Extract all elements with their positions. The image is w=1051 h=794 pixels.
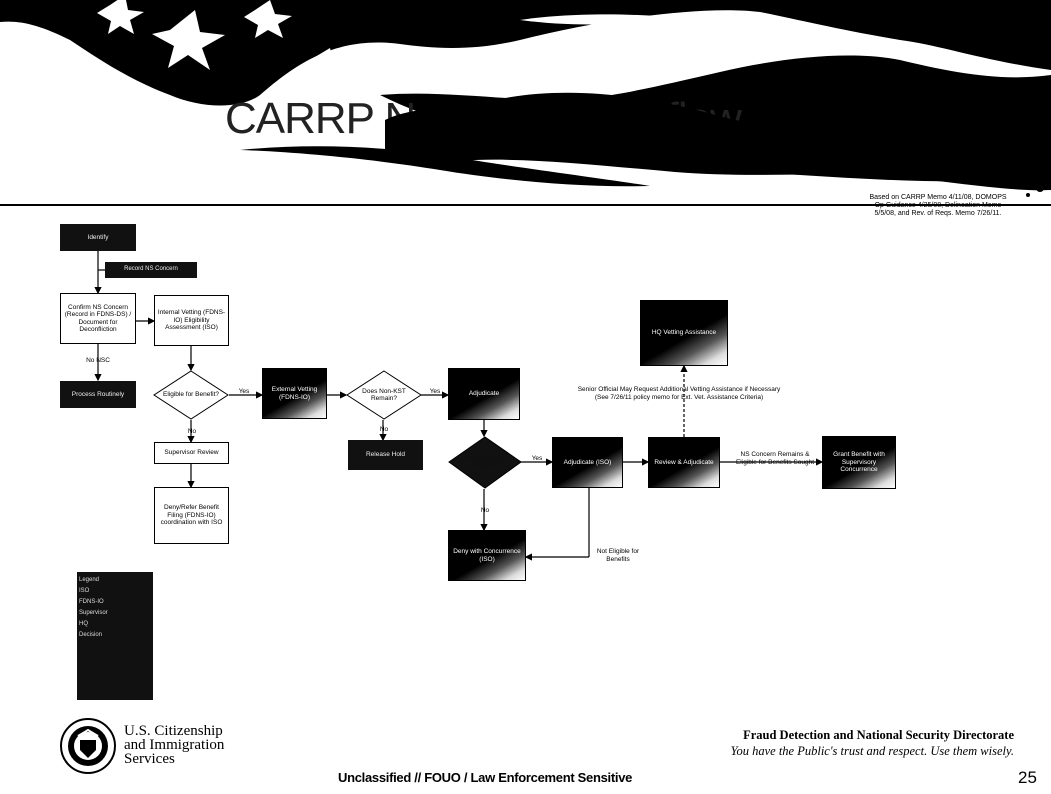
release-hold-node: Release Hold [348, 440, 423, 470]
agency-line-3: Services [124, 751, 175, 767]
record-nsc-node: Record NS Concern [105, 262, 197, 278]
agency-line-2: and Immigration [124, 737, 225, 753]
non-kst-decision-diamond [346, 370, 422, 420]
edge-label-senior-official: Senior Official May Request Additional V… [577, 386, 781, 401]
confirm-nexus-node: Confirm NS Concern (Record in FDNS-DS) /… [60, 293, 136, 344]
edge-label-no-concern: NS Concern Remains & Eligible for Benefi… [735, 451, 815, 466]
eligible-decision-diamond [153, 370, 229, 420]
ns-concern-decision-label: NS Concern Resolved? [467, 454, 503, 470]
adjudicate-node-1: Adjudicate [448, 368, 520, 420]
edge-label-yes-3: Yes [531, 455, 543, 462]
flag-overlay-image [385, 92, 1051, 191]
grant-benefit-node: Grant Benefit with Supervisory Concurren… [822, 436, 896, 489]
adjudicate-node-2: Adjudicate (ISO) [552, 437, 623, 488]
legend-box: Legend ISO FDNS-IO Supervisor HQ Decisio… [77, 572, 153, 700]
agency-line-1: U.S. Citizenship [124, 723, 223, 739]
legend-item: FDNS-IO [79, 599, 104, 605]
review-adjudicate-node: Review & Adjudicate [648, 437, 720, 488]
eligible-decision-label: Eligible for Benefit? [163, 391, 220, 399]
legend-item: Decision [79, 632, 103, 638]
legend-title: Legend [79, 577, 100, 583]
edge-label-no-nsc: No NSC [86, 357, 110, 364]
deny-with-hq-node: Deny with Concurrence (ISO) [448, 530, 526, 581]
tagline: You have the Public's trust and respect.… [730, 744, 1014, 758]
ns-concern-decision-diamond [448, 436, 522, 489]
source-note: Based on CARRP Memo 4/11/08, DOMOPS Op G… [869, 194, 1007, 217]
edge-label-yes-2: Yes [429, 388, 441, 395]
directorate-name: Fraud Detection and National Security Di… [743, 728, 1014, 742]
edge-label-not-eligible: Not Eligible for Benefits [596, 548, 640, 563]
edge-label-yes-1: Yes [238, 388, 250, 395]
legend-item: ISO [79, 588, 90, 594]
supervisor-review-node: Supervisor Review [154, 442, 229, 464]
hq-assistance-node: HQ Vetting Assistance [640, 300, 728, 366]
process-routinely-node: Process Routinely [60, 381, 136, 408]
start-node: Identify [60, 224, 136, 251]
agency-name: U.S. Citizenship and Immigration Service… [124, 723, 225, 767]
edge-label-no-3: No [480, 507, 490, 514]
external-vetting-node: External Vetting (FDNS-IO) [262, 368, 327, 419]
eligibility-assessment-node: Internal Vetting (FDNS-IO) Eligibility A… [154, 295, 229, 346]
edge-label-no-2: No [379, 426, 389, 433]
page-number: 25 [1018, 768, 1037, 787]
deny-benefit-node: Deny/Refer Benefit Filing (FDNS-IO) coor… [154, 487, 229, 544]
dhs-seal-logo [60, 718, 116, 774]
legend-item: Supervisor [79, 610, 108, 616]
non-kst-decision-label: Does Non-KST Remain? [362, 387, 406, 403]
legend-item: HQ [79, 621, 88, 627]
edge-label-no-1: No [187, 428, 197, 435]
classification-marking: Unclassified // FOUO / Law Enforcement S… [338, 770, 633, 785]
